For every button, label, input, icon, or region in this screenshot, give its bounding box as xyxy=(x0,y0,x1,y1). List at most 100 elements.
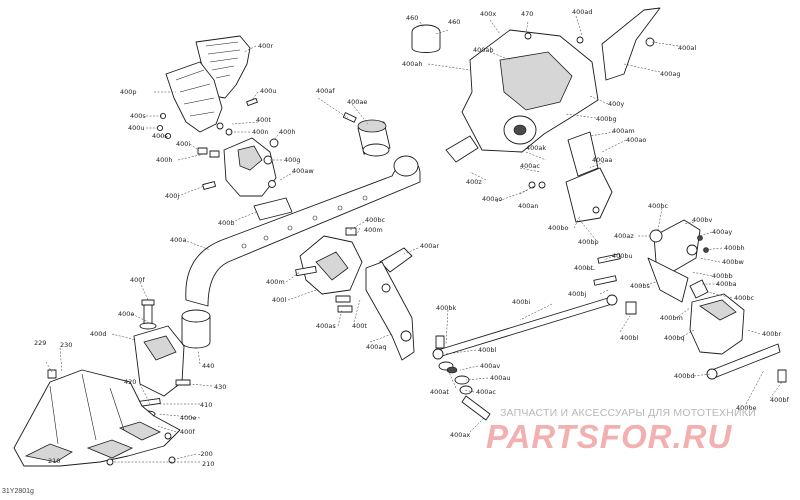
label-229: 229 xyxy=(34,339,46,347)
label-460: 460 xyxy=(406,14,418,22)
label-400h-a: 400h xyxy=(156,156,173,164)
label-440: 440 xyxy=(202,362,214,370)
parts-drawing xyxy=(13,7,787,467)
label-400bc-lo: 400bc xyxy=(734,294,755,302)
label-400bd: 400bd xyxy=(674,372,695,380)
label-400as: 400as xyxy=(316,322,336,330)
ball-joint-stack xyxy=(435,335,491,421)
upper-column xyxy=(411,7,661,163)
label-400ay: 400ay xyxy=(712,228,732,236)
label-400y: 400y xyxy=(608,100,624,108)
label-400at: 400at xyxy=(430,388,449,396)
leader-lines xyxy=(45,15,783,463)
label-400m-b: 400m xyxy=(266,278,285,286)
label-400aq: 400aq xyxy=(366,343,387,351)
label-400x: 400x xyxy=(480,10,496,18)
label-400a: 400a xyxy=(170,236,186,244)
label-400ad: 400ad xyxy=(572,8,593,16)
label-400au: 400au xyxy=(490,374,511,382)
label-400bq: 400bq xyxy=(664,334,685,342)
label-400bu: 400bu xyxy=(612,252,633,260)
label-400bc-r: 400bc xyxy=(648,202,669,210)
label-400b: 400b xyxy=(218,219,235,227)
label-400aa: 400aa xyxy=(592,156,612,164)
label-400e-b: 400e xyxy=(180,414,196,422)
label-400az: 400az xyxy=(614,232,634,240)
label-400z: 400z xyxy=(466,178,482,186)
label-400am: 400am xyxy=(612,127,635,135)
label-200: -200 xyxy=(198,450,213,458)
pivot-bracket xyxy=(223,137,279,197)
label-400m: 400m xyxy=(364,226,383,234)
label-400f-b: 400f xyxy=(180,428,195,436)
label-400bw: 400bw xyxy=(722,258,745,266)
label-400be: 400be xyxy=(736,404,757,412)
steering-tube xyxy=(181,155,421,349)
label-400ah: 400ah xyxy=(402,60,423,68)
label-400ae: 400ae xyxy=(347,98,367,106)
steering-arm xyxy=(365,261,415,361)
label-410: 410 xyxy=(200,401,212,409)
label-430: 430 xyxy=(214,383,226,391)
label-400bp: 400bp xyxy=(578,238,599,246)
label-400bk: 400bk xyxy=(436,304,457,312)
label-400f: 400f xyxy=(130,276,145,284)
label-400ba: 400ba xyxy=(716,280,737,288)
label-400n: 400n xyxy=(252,128,269,136)
label-400bc: 400bc xyxy=(365,216,386,224)
label-400bl-r: 400bl xyxy=(620,334,639,342)
label-400g: 400g xyxy=(284,156,301,164)
label-400ac: 400ac xyxy=(476,388,496,396)
footrest-lower xyxy=(165,61,223,133)
label-400ag: 400ag xyxy=(660,70,681,78)
label-400u-b: 400u xyxy=(260,87,277,95)
label-400af: 400af xyxy=(316,87,335,95)
knuckle-upper xyxy=(647,219,709,303)
diagram-code: 31Y2801g xyxy=(2,488,34,495)
shim-plate xyxy=(253,197,293,221)
label-400br: 400br xyxy=(762,330,782,338)
label-400bs: 400bs xyxy=(630,282,651,290)
label-400al: 400al xyxy=(678,44,696,52)
label-400h: 400h xyxy=(279,128,296,136)
label-400bh: 400bh xyxy=(724,244,745,252)
label-460-b: 460 xyxy=(448,18,460,26)
label-400t-b: 400t xyxy=(352,322,367,330)
label-400j: 400j xyxy=(165,192,179,200)
label-400ar: 400ar xyxy=(420,242,439,250)
linkage-plate xyxy=(528,131,613,223)
bushing xyxy=(342,112,391,157)
label-400s: 400s xyxy=(130,112,146,120)
label-400aw: 400aw xyxy=(292,167,314,175)
label-400e: 400e xyxy=(118,310,134,318)
label-400t: 400t xyxy=(256,116,271,124)
callout-labels: 400r 400p 400s 400u 400u 400t 400s 400n … xyxy=(34,8,790,468)
mid-bracket xyxy=(295,227,363,313)
label-400d: 400d xyxy=(90,330,107,338)
label-400l: 400l xyxy=(272,296,286,304)
label-400bj: 400bj xyxy=(568,290,587,298)
label-400ak: 400ak xyxy=(526,144,546,152)
label-400ao: 400ao xyxy=(626,136,646,144)
label-400p: 400p xyxy=(120,88,137,96)
rod-end xyxy=(706,368,718,380)
label-210-right: 210 xyxy=(202,460,214,468)
label-470: 470 xyxy=(521,10,533,18)
label-400bb: 400bb xyxy=(712,272,733,280)
rod-end-bolt xyxy=(777,369,787,383)
label-210-left: 210 xyxy=(48,457,60,465)
label-400ac-a: 400ac xyxy=(520,162,540,170)
label-400bg: 400bg xyxy=(596,115,617,123)
label-400u: 400u xyxy=(128,124,145,132)
label-420: 420 xyxy=(124,378,136,386)
label-400bm: 400bm xyxy=(660,314,683,322)
label-400bl: 400bl xyxy=(478,346,497,354)
skid-plate xyxy=(13,369,181,467)
label-400ao-b: 400ao xyxy=(482,195,502,203)
label-400bv: 400bv xyxy=(692,216,713,224)
label-400r: 400r xyxy=(258,42,273,50)
label-400bf: 400bf xyxy=(770,396,790,404)
watermark-logo: PARTSFOR.RU xyxy=(486,418,733,455)
label-400bi: 400bi xyxy=(512,298,531,306)
